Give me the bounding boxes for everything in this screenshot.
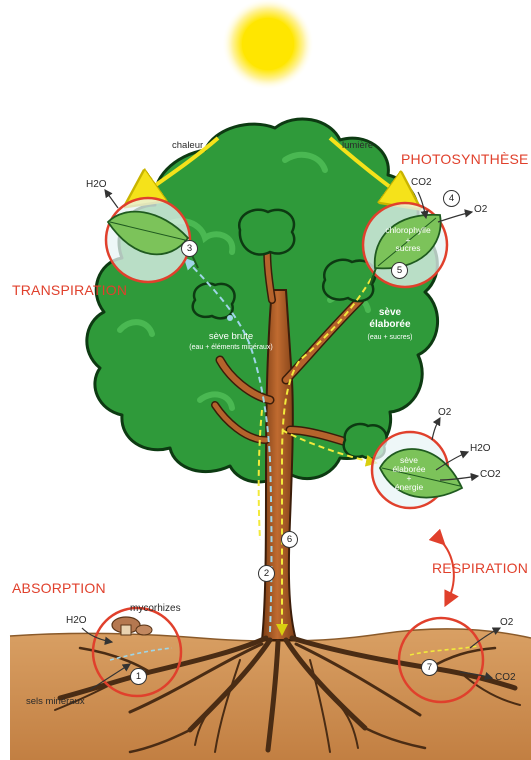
foliage-crown xyxy=(87,119,438,482)
sun xyxy=(222,0,314,90)
photo-chlorophylle-label: chlorophylle xyxy=(380,226,436,235)
abs-sels-label: sels minéraux xyxy=(26,697,85,707)
respiration-title: RESPIRATION xyxy=(432,561,528,575)
root-co2-label: CO2 xyxy=(495,673,516,683)
resp-o2-label: O2 xyxy=(438,408,451,418)
step-2-marker: 2 xyxy=(258,565,275,582)
photo-o2-label: O2 xyxy=(474,205,487,215)
seve-elaboree-detail: (eau + sucres) xyxy=(360,334,420,341)
step-7-marker: 7 xyxy=(421,659,438,676)
root-o2-label: O2 xyxy=(500,618,513,628)
abs-h2o-label: H2O xyxy=(66,616,87,626)
seve-elaboree-label-1: sève xyxy=(362,308,418,318)
step-6-marker: 6 xyxy=(281,531,298,548)
photo-co2-label: CO2 xyxy=(411,178,432,188)
photo-sucres-label: sucres xyxy=(380,244,436,253)
step-3-marker: 3 xyxy=(181,240,198,257)
transpiration-title: TRANSPIRATION xyxy=(12,283,127,297)
chaleur-label: chaleur xyxy=(172,141,203,151)
step-1-marker: 1 xyxy=(130,668,147,685)
seve-brute-label: sève brute xyxy=(196,332,266,342)
step-4-marker: 4 xyxy=(443,190,460,207)
photosynthesis-title: PHOTOSYNTHÈSE xyxy=(401,152,529,166)
resp-co2-label: CO2 xyxy=(480,470,501,480)
resp-h2o-label: H2O xyxy=(470,444,491,454)
lumiere-label: lumière xyxy=(342,141,373,151)
seve-brute-detail: (eau + éléments minéraux) xyxy=(168,344,294,351)
abs-mycorhizes-label: mycorhizes xyxy=(130,604,181,614)
absorption-title: ABSORPTION xyxy=(12,581,106,595)
step-5-marker: 5 xyxy=(391,262,408,279)
resp-energie-label: énergie xyxy=(384,483,434,492)
seve-elaboree-label-2: élaborée xyxy=(362,320,418,330)
transpiration-h2o-label: H2O xyxy=(86,180,107,190)
